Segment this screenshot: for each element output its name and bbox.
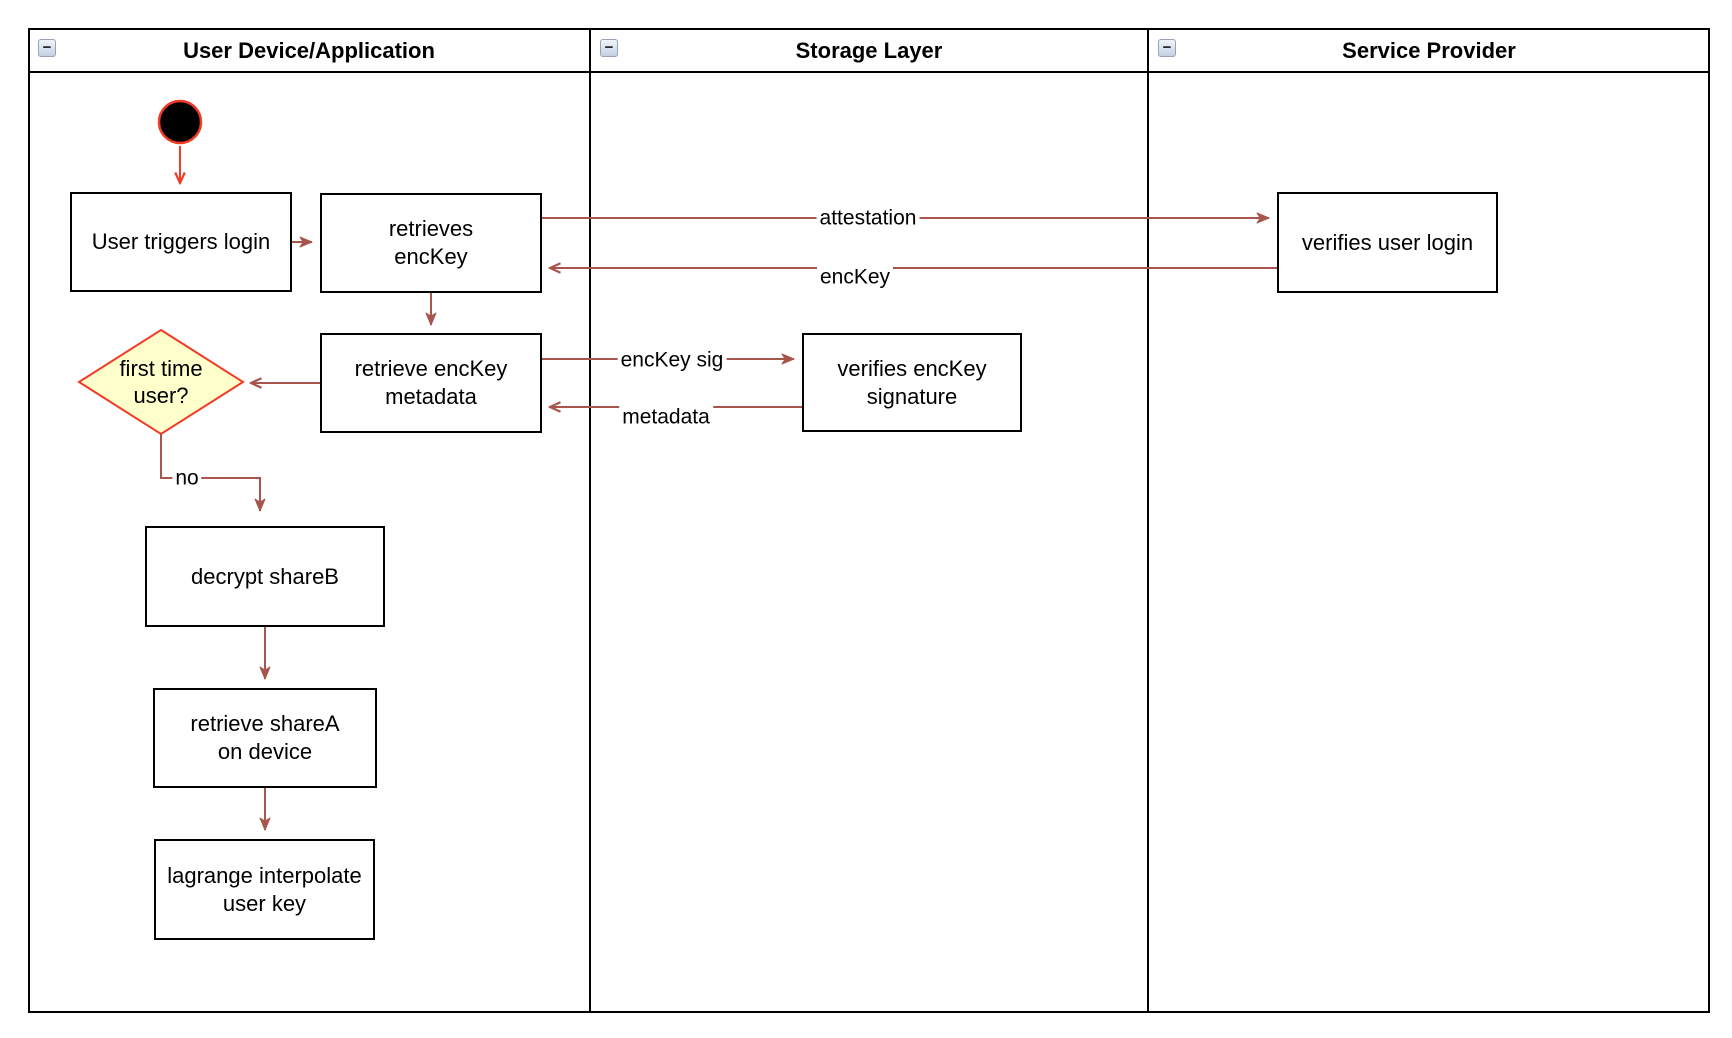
node-verifies-enckey-signature: verifies encKey signature <box>802 333 1022 432</box>
edge-label-enckey-sig: encKey sig <box>617 348 727 372</box>
node-retrieves-enckey: retrieves encKey <box>320 193 542 293</box>
lane-divider-2 <box>1147 28 1149 1013</box>
node-decrypt-shareb: decrypt shareB <box>145 526 385 627</box>
edge-label-enckey: encKey <box>816 265 894 289</box>
node-lagrange-interpolate: lagrange interpolate user key <box>154 839 375 940</box>
node-verifies-user-login: verifies user login <box>1277 192 1498 293</box>
lane-divider-1 <box>589 28 591 1013</box>
minus-icon: − <box>42 38 52 56</box>
minus-icon: − <box>604 38 614 56</box>
lane-title-storage-layer: Storage Layer <box>795 38 943 63</box>
collapse-lane-button-storage-layer[interactable]: − <box>600 39 618 57</box>
edge-label-no: no <box>172 466 202 490</box>
minus-icon: − <box>1162 38 1172 56</box>
lane-title-service-provider: Service Provider <box>1342 38 1516 63</box>
collapse-lane-button-service-provider[interactable]: − <box>1158 39 1176 57</box>
edge-label-attestation: attestation <box>816 206 920 230</box>
node-retrieve-sharea: retrieve shareA on device <box>153 688 377 788</box>
edge-label-metadata: metadata <box>619 405 713 429</box>
node-user-triggers-login: User triggers login <box>70 192 292 292</box>
node-retrieve-enckey-metadata: retrieve encKey metadata <box>320 333 542 433</box>
collapse-lane-button-user-device[interactable]: − <box>38 39 56 57</box>
pool-header-divider <box>28 71 1710 73</box>
lane-title-user-device: User Device/Application <box>183 38 435 63</box>
decision-label-first-time-user: first time user? <box>119 356 203 408</box>
